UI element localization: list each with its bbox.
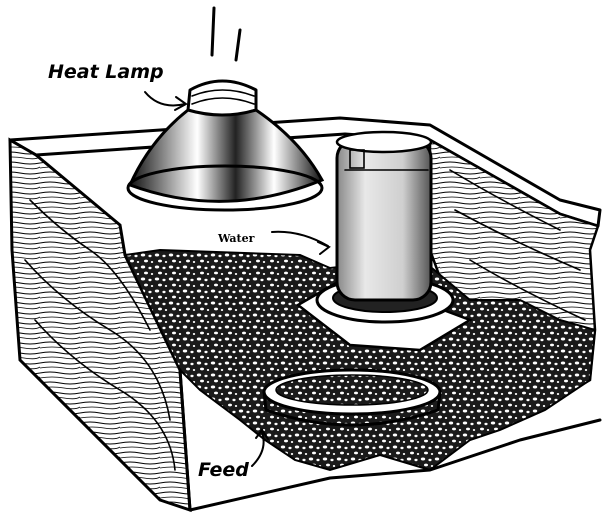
feed-in-tray xyxy=(276,375,428,405)
heat-lamp-label: Heat Lamp xyxy=(48,61,164,83)
water-label: Water xyxy=(217,232,255,245)
lamp-cord xyxy=(212,8,240,60)
feed-label: Feed xyxy=(198,459,249,481)
water-arrow xyxy=(272,232,328,246)
lamp-shade xyxy=(130,110,322,201)
heat-lamp xyxy=(128,8,322,210)
water-jar xyxy=(337,140,431,300)
